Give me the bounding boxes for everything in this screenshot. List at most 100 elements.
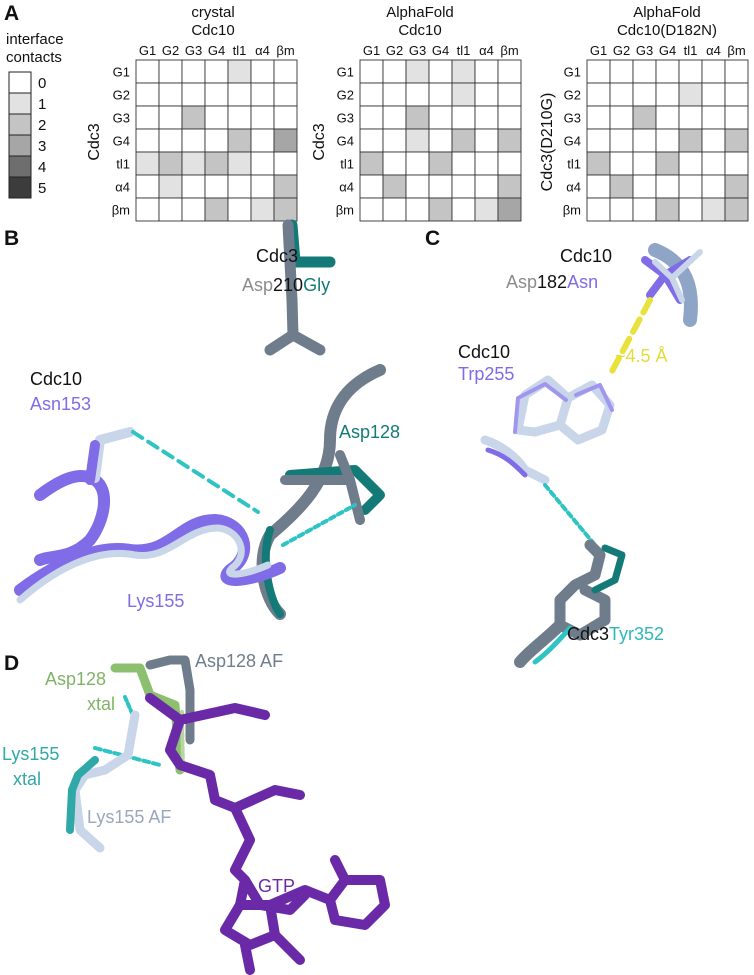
legend-level-label: 3 <box>38 138 46 155</box>
heatmap-cell <box>632 59 657 84</box>
heatmap-cell <box>204 59 229 84</box>
asp210-asp: Asp <box>242 275 273 295</box>
tyr352-teal <box>591 544 626 594</box>
heatmap-cell <box>655 174 680 199</box>
heatmap-cell <box>586 128 611 153</box>
cdc10-mid-label: Cdc10 <box>458 342 510 362</box>
heatmap-cell <box>158 174 183 199</box>
heatmap-cell <box>701 59 726 84</box>
heatmap-cell <box>135 59 160 84</box>
asp182-asn-label: Asp182Asn <box>506 272 598 292</box>
row-label: α4 <box>566 180 581 195</box>
row-label: G2 <box>564 88 581 103</box>
heatmap-cell <box>181 197 206 222</box>
heatmap-cell <box>273 105 298 130</box>
col-label: G2 <box>162 43 179 58</box>
heatmap-cell <box>451 82 476 107</box>
heatmap-cell <box>382 82 407 107</box>
heatmap-cell <box>405 197 430 222</box>
heatmap-cell <box>405 174 430 199</box>
legend-swatch <box>8 155 32 178</box>
asp210-num: 210 <box>273 275 303 295</box>
heatmap-cell <box>678 128 703 153</box>
heatmap-cell <box>135 105 160 130</box>
gtp-base <box>240 855 390 975</box>
asn153-label: Asn153 <box>30 394 91 414</box>
asp182-asp: Asp <box>506 272 537 292</box>
panel-label-c: C <box>425 227 440 250</box>
heatmap-cell <box>497 105 522 130</box>
cdc10-label: Cdc10 <box>30 369 82 389</box>
heatmap-cell <box>250 82 275 107</box>
heatmap-cell <box>135 128 160 153</box>
asp182-num: 182 <box>537 272 567 292</box>
asp128-xtal-label-1: Asp128 <box>45 669 106 689</box>
heatmap-cell <box>405 105 430 130</box>
legend-level-label: 1 <box>38 96 46 113</box>
gtp-chain <box>145 693 310 915</box>
heatmap-cell <box>382 59 407 84</box>
heatmap-row-axis-label: Cdc3 <box>311 123 328 160</box>
heatmap-cell <box>382 197 407 222</box>
heatmap-cell <box>428 105 453 130</box>
heatmap-cell <box>135 82 160 107</box>
heatmap-cell <box>451 59 476 84</box>
row-label: tl1 <box>567 157 581 172</box>
heatmap-cell <box>204 105 229 130</box>
lys155-xtal-label-1: Lys155 <box>2 744 59 764</box>
heatmap-cell <box>497 82 522 107</box>
heatmap-cell <box>428 82 453 107</box>
heatmap-cell <box>586 197 611 222</box>
heatmap-cell <box>497 174 522 199</box>
heatmap-cell <box>359 59 384 84</box>
gtp-ribose <box>220 900 280 950</box>
asp128-xtal-label-2: xtal <box>87 694 115 714</box>
lys155-light <box>16 524 272 604</box>
heatmap-cell <box>586 151 611 176</box>
asp128-af-label: Asp128 AF <box>195 651 283 671</box>
heatmap-title-line-1: AlphaFold <box>386 4 454 21</box>
legend-level-label: 0 <box>38 75 46 92</box>
heatmap-cell <box>273 59 298 84</box>
tyr352-text: Tyr352 <box>609 624 664 644</box>
heatmap-cell <box>273 151 298 176</box>
heatmap-cell <box>701 105 726 130</box>
heatmap-cell <box>609 174 634 199</box>
heatmap-title-line-1: crystal <box>191 4 234 21</box>
heatmap-cell <box>497 128 522 153</box>
col-label: G3 <box>185 43 202 58</box>
panel-b: B Cdc3 Asp210Gly Cdc10 A <box>4 219 400 620</box>
row-label: G4 <box>113 134 130 149</box>
heatmap-cell <box>250 59 275 84</box>
distance-label: ~4.5 Å <box>615 346 668 366</box>
heatmap-cell <box>586 59 611 84</box>
heatmap-cell <box>701 151 726 176</box>
heatmap-cell <box>135 151 160 176</box>
heatmap-cell <box>250 128 275 153</box>
heatmap-cell <box>405 82 430 107</box>
heatmap-cell <box>227 174 252 199</box>
heatmap-title-line-1: AlphaFold <box>633 4 701 21</box>
heatmap-cell <box>632 151 657 176</box>
lys155-label: Lys155 <box>127 591 184 611</box>
heatmap-cell <box>609 59 634 84</box>
panel-label-d: D <box>4 652 19 675</box>
cdc3-text: Cdc3 <box>567 624 609 644</box>
heatmap-cell <box>724 128 749 153</box>
legend-level-label: 4 <box>38 159 46 176</box>
heatmap-cell <box>451 151 476 176</box>
row-label: G1 <box>337 65 354 80</box>
asp128-grey <box>280 450 365 525</box>
heatmap-cell <box>701 197 726 222</box>
heatmap-cell <box>250 174 275 199</box>
heatmap-cell <box>382 174 407 199</box>
asp210-gly-label: Asp210Gly <box>242 275 330 295</box>
heatmap-cell <box>359 151 384 176</box>
col-label: G1 <box>590 43 607 58</box>
heatmap-cell <box>701 174 726 199</box>
heatmap-cell <box>678 197 703 222</box>
panel-c-structure <box>480 243 703 668</box>
